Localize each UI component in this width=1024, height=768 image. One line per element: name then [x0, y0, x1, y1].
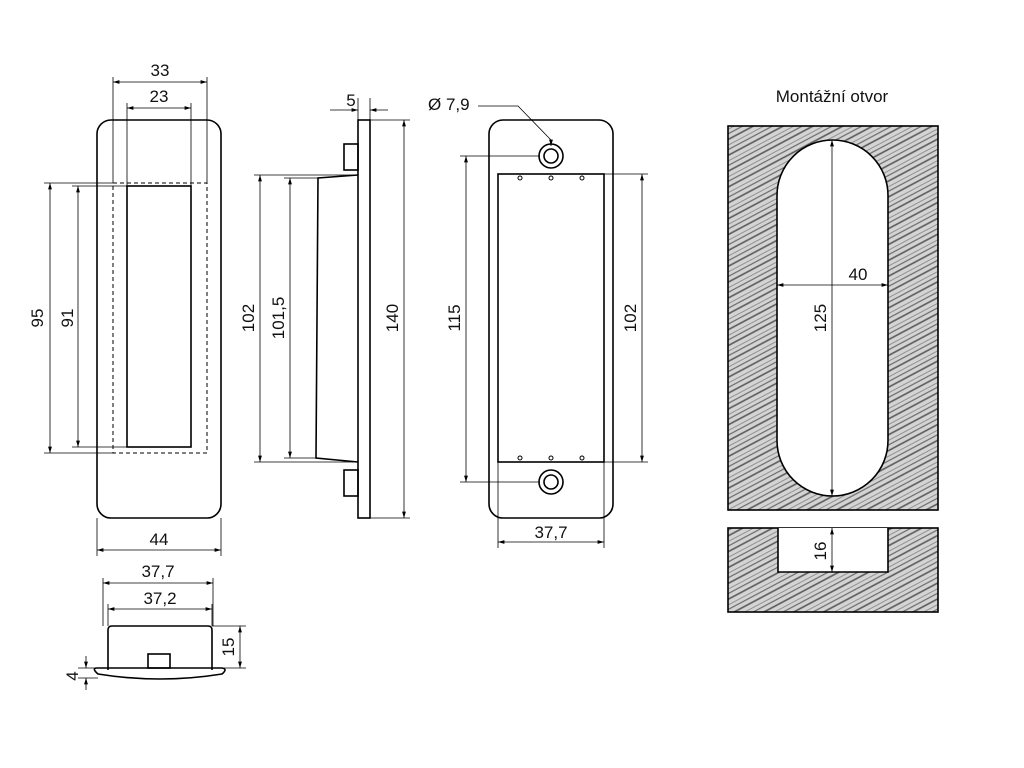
dim-opening-height: 125: [811, 304, 830, 332]
dim-hole-diameter: Ø 7,9: [428, 95, 470, 114]
bottom-screw-hole-inner: [543, 474, 559, 490]
dim-back-height-body: 102: [621, 304, 640, 332]
bottom-dimensions: [78, 578, 246, 690]
dim-side-height-total: 140: [383, 304, 402, 332]
mounting-opening-section: [727, 527, 939, 613]
dim-bottom-height: 15: [219, 638, 238, 657]
side-top-lug: [343, 143, 359, 171]
dim-front-width-inner: 23: [150, 87, 169, 106]
mounting-slot-outline: [776, 139, 889, 497]
mounting-title: Montážní otvor: [776, 87, 889, 106]
back-dimensions: [460, 105, 648, 548]
mounting-plan-dimensions: [777, 140, 888, 496]
front-plate-outline: [96, 119, 222, 519]
front-view: [96, 119, 222, 519]
dim-bottom-plate: 4: [63, 671, 82, 680]
front-dimensions: [44, 77, 222, 556]
mounting-opening-plan: [727, 125, 939, 511]
side-plate: [357, 119, 371, 519]
dim-side-height-cup: 101,5: [269, 297, 288, 340]
dim-front-width-outer: 33: [151, 61, 170, 80]
mounting-pocket-section: [778, 528, 888, 572]
top-screw-hole: [538, 143, 564, 169]
bottom-plate-profile: [93, 667, 226, 680]
bottom-view: [93, 625, 226, 680]
dim-side-height-body: 102: [239, 304, 258, 332]
front-recess-outline: [126, 185, 192, 448]
back-cup-outline: [497, 173, 605, 463]
top-screw-hole-inner: [543, 148, 559, 164]
bottom-cup-profile: [107, 625, 213, 670]
dim-back-width: 37,7: [534, 523, 567, 542]
dim-front-height-outer: 95: [28, 309, 47, 328]
dim-side-depth: 5: [346, 91, 355, 110]
bottom-screw-hole: [538, 469, 564, 495]
side-cup: [315, 174, 359, 463]
bottom-lug: [147, 653, 171, 669]
dim-bottom-width-inner: 37,2: [143, 589, 176, 608]
mounting-pocket-outline: [777, 528, 889, 573]
dim-back-hole-spacing: 115: [445, 304, 464, 331]
dim-opening-width: 40: [849, 265, 868, 284]
back-clip-marks: [517, 175, 585, 461]
side-bottom-lug: [343, 469, 359, 497]
dim-bottom-width-outer: 37,7: [141, 562, 174, 581]
side-dimensions: [254, 98, 410, 519]
back-plate-outline: [488, 119, 614, 519]
dim-front-total-width: 44: [150, 530, 169, 549]
dim-opening-depth: 16: [811, 542, 830, 561]
side-view: [315, 119, 371, 519]
dim-front-height-inner: 91: [58, 309, 77, 328]
